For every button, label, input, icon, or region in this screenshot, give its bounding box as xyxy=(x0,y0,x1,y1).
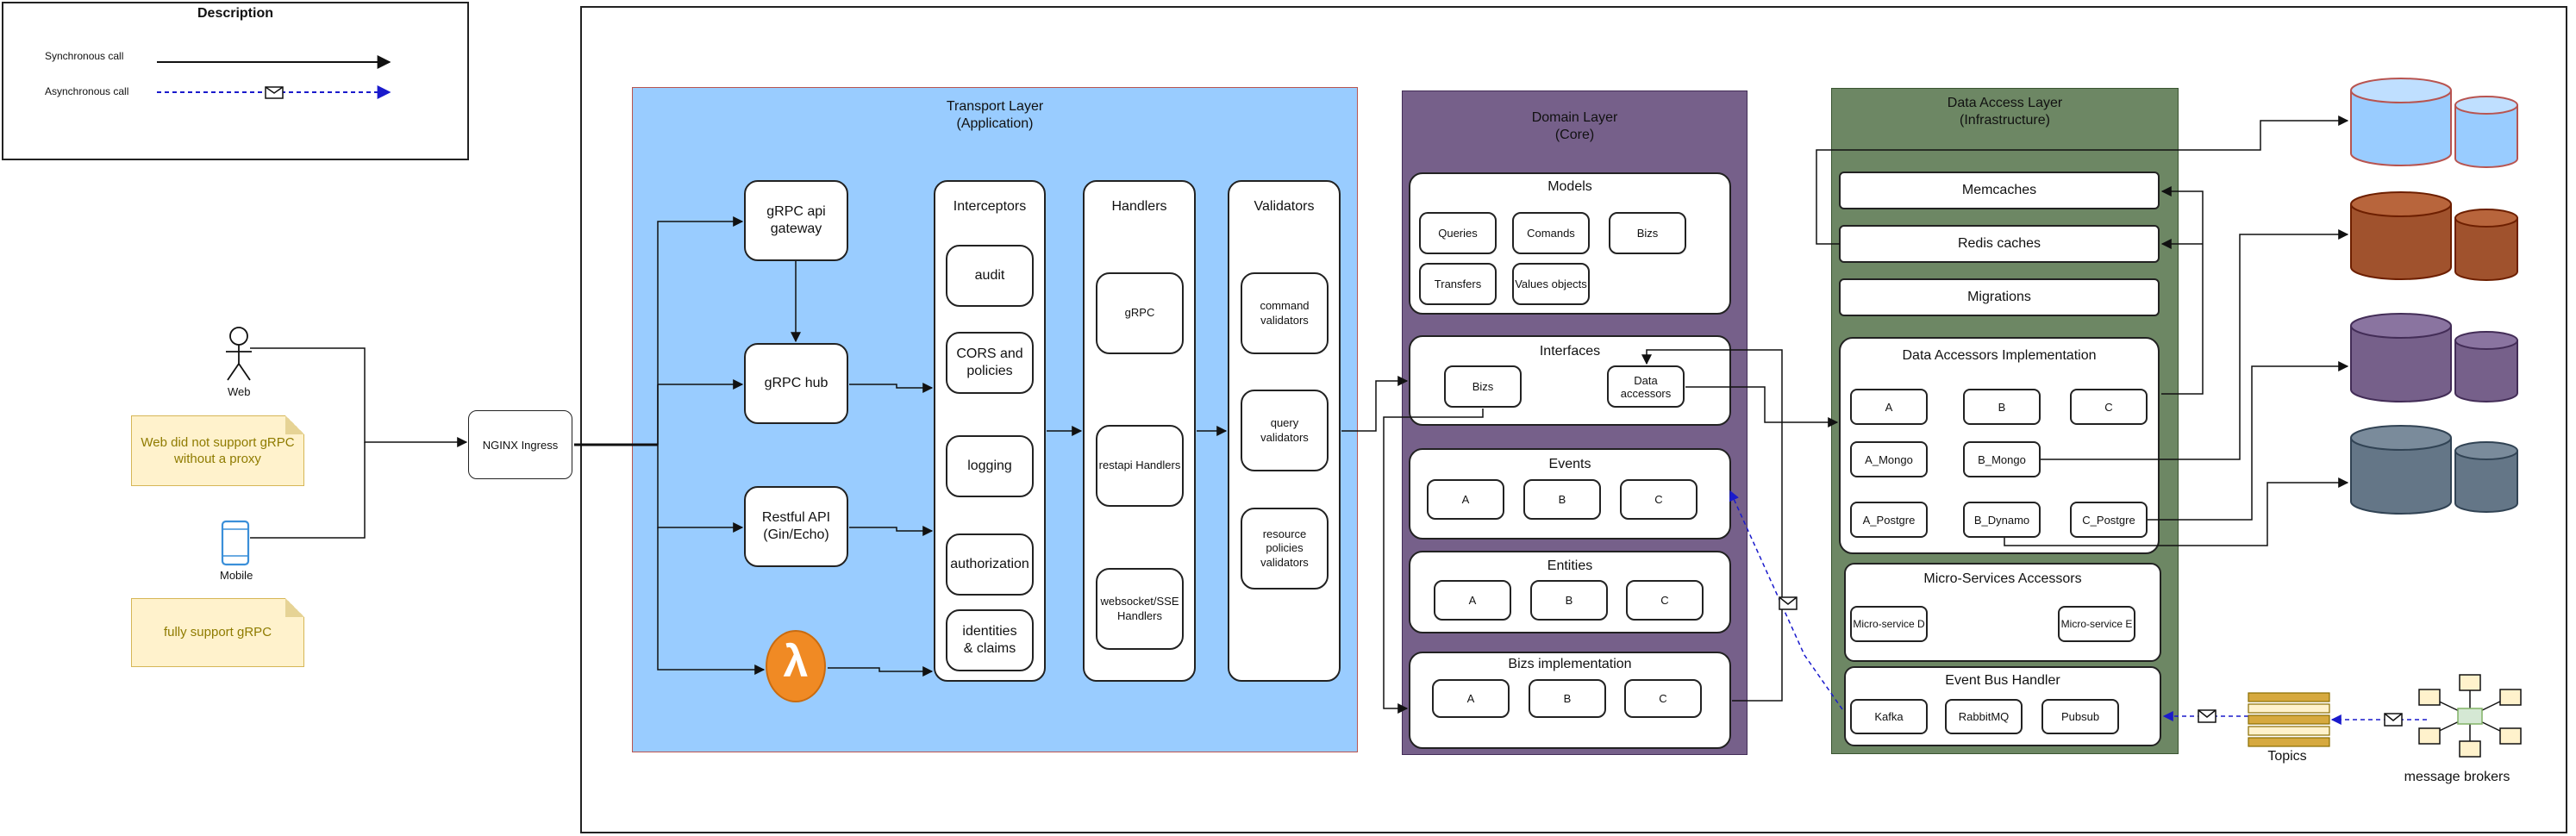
handler-grpc: gRPC xyxy=(1096,272,1184,354)
interceptor-audit: audit xyxy=(946,245,1034,307)
bizs-impl-a: A xyxy=(1432,679,1510,718)
interceptor-logging: logging xyxy=(946,435,1034,497)
mongodb-replicas-label: replicas xyxy=(2462,247,2507,262)
mobile-label: Mobile xyxy=(220,569,253,582)
web-label: Web xyxy=(228,385,251,398)
mobile-note: fully support gRPC xyxy=(131,598,304,667)
model-transfers: Transfers xyxy=(1419,263,1497,305)
legend-async-label: Asynchronous call xyxy=(45,85,129,97)
entity-a: A xyxy=(1434,580,1511,621)
redis-label: Redis xyxy=(2383,125,2419,140)
event-a: A xyxy=(1427,479,1504,520)
accessor-c-postgre: C_Postgre xyxy=(2070,502,2148,538)
eventbus-kafka: Kafka xyxy=(1850,699,1928,734)
handler-restapi: restapi Handlers xyxy=(1096,425,1184,507)
postgres-replicas-label: Replicas xyxy=(2460,370,2510,384)
mobile-phone-icon xyxy=(221,520,250,566)
migrations: Migrations xyxy=(1839,278,2160,316)
memcaches: Memcaches xyxy=(1839,172,2160,209)
web-note: Web did not support gRPC without a proxy xyxy=(131,415,304,486)
models-title: Models xyxy=(1547,179,1592,194)
eventbus-pubsub: Pubsub xyxy=(2041,699,2119,734)
accessor-c: C xyxy=(2070,389,2148,425)
data-accessors-implementation-title: Data Accessors Implementation xyxy=(1902,348,2097,363)
interceptor-cors: CORS and policies xyxy=(946,332,1034,394)
accessor-b: B xyxy=(1963,389,2041,425)
validator-query: query validators xyxy=(1241,390,1329,471)
event-b: B xyxy=(1523,479,1601,520)
micro-service-e: Micro-service E xyxy=(2058,606,2135,642)
redis-caches: Redis caches xyxy=(1839,225,2160,263)
accessor-a: A xyxy=(1850,389,1928,425)
dynamodb-replicas-label: Replicas xyxy=(2460,482,2510,496)
data-access-layer-title: Data Access Layer (Infrastructure) xyxy=(1947,96,2063,128)
accessor-a-postgre: A_Postgre xyxy=(1850,502,1928,538)
postgres-label: Postgre xyxy=(2377,361,2425,376)
lambda-icon xyxy=(766,630,826,702)
micro-services-accessors-title: Micro-Services Accessors xyxy=(1923,571,2082,586)
accessor-b-dynamo: B_Dynamo xyxy=(1963,502,2041,538)
grpc-api-gateway: gRPC api gateway xyxy=(744,180,848,261)
validators-title: Validators xyxy=(1254,199,1315,214)
interceptors-title: Interceptors xyxy=(953,199,1027,214)
event-bus-handler-title: Event Bus Handler xyxy=(1945,673,2060,688)
description-legend xyxy=(2,2,469,160)
redis-replicas-label: replicas xyxy=(2462,136,2507,151)
message-brokers-label: message brokers xyxy=(2404,770,2510,784)
nginx-ingress: NGINX Ingress xyxy=(468,410,572,479)
eventbus-rabbitmq: RabbitMQ xyxy=(1945,699,2023,734)
validator-resource: resource policies validators xyxy=(1241,508,1329,590)
bizs-implementation-title: Bizs implementation xyxy=(1508,657,1632,671)
transport-layer-title: Transport Layer (Application) xyxy=(946,99,1044,131)
entity-b: B xyxy=(1530,580,1608,621)
mongodb-label: MongoDB xyxy=(2372,238,2430,253)
entities-title: Entities xyxy=(1547,558,1593,573)
model-comands: Comands xyxy=(1512,212,1590,254)
bizs-impl-b: B xyxy=(1529,679,1606,718)
interfaces-title: Interfaces xyxy=(1539,344,1601,359)
legend-sync-label: Synchronous call xyxy=(45,50,124,62)
domain-layer-title: Domain Layer (Core) xyxy=(1531,110,1618,142)
model-values-objects: Values objects xyxy=(1512,263,1590,305)
event-c: C xyxy=(1620,479,1698,520)
interceptor-authorization: authorization xyxy=(946,533,1034,596)
events-title: Events xyxy=(1548,457,1591,471)
validator-command: command validators xyxy=(1241,272,1329,354)
interceptor-identities: identities & claims xyxy=(946,609,1034,671)
micro-service-d: Micro-service D xyxy=(1850,606,1928,642)
grpc-hub: gRPC hub xyxy=(744,343,848,424)
system-boundary xyxy=(580,6,2567,833)
legend-title: Description xyxy=(197,6,273,21)
interface-data-accessors: Data accessors xyxy=(1607,365,1685,408)
handlers-title: Handlers xyxy=(1111,199,1167,214)
interface-bizs: Bizs xyxy=(1444,365,1522,408)
topics-label: Topics xyxy=(2267,749,2307,764)
handler-websocket: websocket/SSE Handlers xyxy=(1096,568,1184,650)
accessor-b-mongo: B_Mongo xyxy=(1963,441,2041,477)
model-bizs: Bizs xyxy=(1609,212,1686,254)
dynamodb-label: DynamoDB xyxy=(2367,472,2435,487)
accessor-a-mongo: A_Mongo xyxy=(1850,441,1928,477)
entity-c: C xyxy=(1626,580,1704,621)
bizs-impl-c: C xyxy=(1624,679,1702,718)
lambda-symbol: λ xyxy=(783,637,809,687)
restful-api: Restful API (Gin/Echo) xyxy=(744,486,848,567)
web-user-icon xyxy=(226,327,252,381)
model-queries: Queries xyxy=(1419,212,1497,254)
